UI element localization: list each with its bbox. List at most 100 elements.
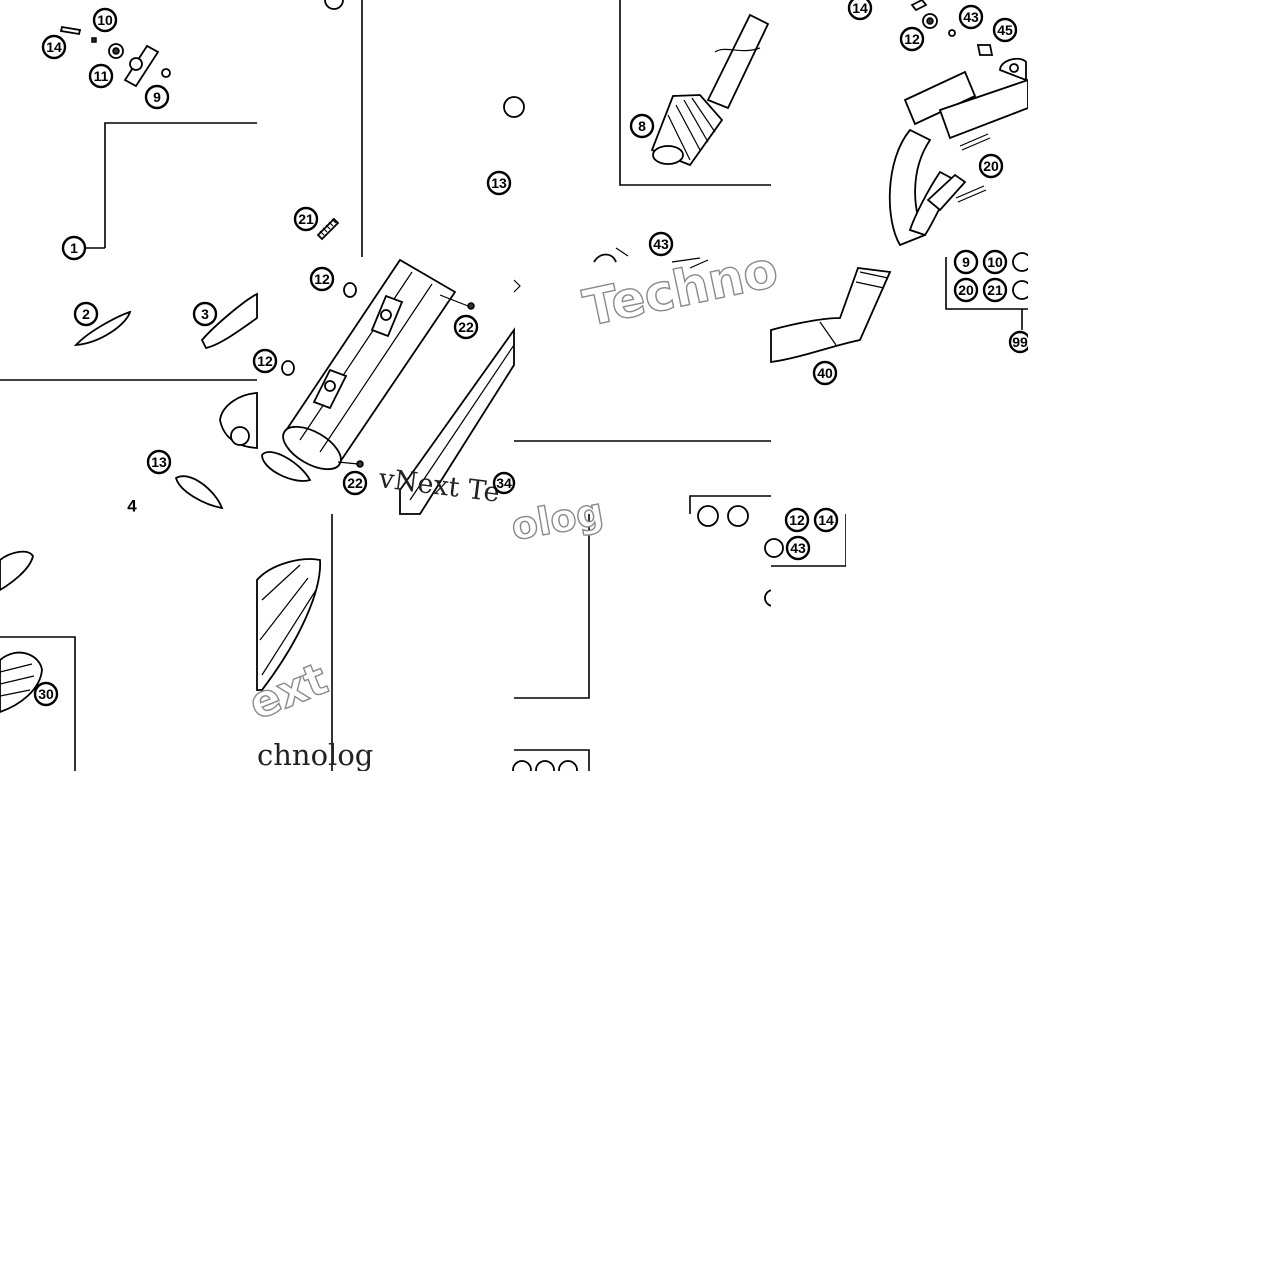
callout-20: 20 (978, 153, 1004, 179)
callout-99: 99 (1008, 330, 1032, 354)
svg-text:21: 21 (298, 211, 314, 227)
svg-text:40: 40 (817, 365, 833, 381)
callout-12: 12 (309, 266, 335, 292)
svg-text:10: 10 (97, 12, 113, 28)
callout-10: 10 (982, 249, 1008, 275)
svg-text:43: 43 (790, 540, 806, 556)
callout-14: 14 (813, 507, 839, 533)
callout-12: 12 (784, 507, 810, 533)
callout-partial (764, 538, 784, 558)
svg-text:45: 45 (997, 22, 1013, 38)
nut-12 (281, 360, 295, 376)
watermark-text: olog (508, 489, 607, 548)
svg-text:14: 14 (818, 512, 834, 528)
svg-text:12: 12 (904, 31, 920, 47)
mounting-hardware (59, 25, 171, 88)
frame-line (514, 749, 590, 771)
frame-line (945, 257, 1028, 310)
svg-text:14: 14 (46, 39, 62, 55)
callout-13: 13 (146, 449, 172, 475)
callout-9: 9 (144, 84, 170, 110)
leader-line (1021, 309, 1023, 330)
callout-45: 45 (992, 17, 1018, 43)
tile-row3-left (0, 550, 76, 771)
muffler-mount (903, 70, 977, 126)
frame-line (0, 636, 76, 771)
svg-text:3: 3 (201, 306, 209, 322)
svg-text:43: 43 (653, 236, 669, 252)
watermark-text: chnolog (257, 738, 373, 772)
end-cap-30 (0, 651, 43, 713)
watermark-text: ext (242, 653, 335, 730)
svg-text:9: 9 (153, 89, 161, 105)
callout-3: 3 (192, 301, 218, 327)
svg-text:43: 43 (963, 9, 979, 25)
gasket-2 (73, 310, 132, 347)
callouts: 14 10 11 9 1 2 3 13 4 30 21 12 12 22 22 … (33, 0, 1032, 707)
frame-line (104, 122, 257, 248)
svg-text:2: 2 (82, 306, 90, 322)
gasket-13 (174, 475, 224, 510)
callout-43: 43 (785, 535, 811, 561)
svg-text:14: 14 (852, 0, 868, 16)
tile-row3-mid-left (256, 514, 333, 771)
header-pipe-bend (888, 128, 932, 247)
svg-text:20: 20 (958, 282, 974, 298)
svg-text:30: 30 (38, 686, 54, 702)
tile-top-right (888, 0, 1029, 330)
svg-text:12: 12 (314, 271, 330, 287)
frame-line (619, 0, 771, 186)
gasket-3 (200, 292, 258, 350)
callout-22: 22 (453, 314, 479, 340)
callout-13: 13 (486, 170, 512, 196)
tile-row3-mid-right (514, 514, 590, 771)
callout-43: 43 (958, 4, 984, 30)
callout-20: 20 (953, 277, 979, 303)
tile-top-left (0, 25, 258, 510)
svg-text:10: 10 (987, 254, 1003, 270)
tile-center-muffler (261, 258, 515, 515)
svg-text:22: 22 (347, 475, 363, 491)
callout-22: 22 (342, 470, 368, 496)
callout-43: 43 (648, 231, 674, 257)
callout-14: 14 (41, 34, 67, 60)
callout-40: 40 (812, 360, 838, 386)
callout-2: 2 (73, 301, 99, 327)
svg-text:12: 12 (257, 353, 273, 369)
watermark-text: vNext Te (376, 463, 501, 509)
tile-row2-mid-right (513, 247, 771, 442)
header-pipe (706, 13, 770, 110)
callout-21: 21 (982, 277, 1008, 303)
svg-text:8: 8 (638, 118, 646, 134)
muffler-body-2 (399, 327, 515, 515)
svg-text:22: 22 (458, 319, 474, 335)
callout-1: 1 (61, 235, 87, 261)
tile-top-mid-right (503, 96, 525, 118)
callout-11: 11 (88, 63, 114, 89)
callout-10: 10 (92, 7, 118, 33)
svg-text:34: 34 (496, 475, 512, 491)
watermarks: Techno vNext Te ext chnolog olog (241, 239, 783, 772)
gasket (261, 451, 312, 482)
callout-30: 30 (33, 681, 59, 707)
callout-4: 4 (127, 497, 137, 516)
tile-row2-right (770, 267, 892, 364)
tile-top-right-mid (619, 0, 771, 186)
svg-text:13: 13 (491, 175, 507, 191)
callout-14: 14 (847, 0, 873, 21)
callout-12: 12 (252, 348, 278, 374)
callout-9: 9 (953, 249, 979, 275)
frame-line (689, 495, 771, 514)
svg-text:21: 21 (987, 282, 1003, 298)
mid-pipe-40 (770, 267, 892, 364)
svg-text:20: 20 (983, 158, 999, 174)
callout-partial (727, 505, 749, 527)
svg-text:1: 1 (70, 240, 78, 256)
callout-partial (697, 505, 719, 527)
callout-34: 34 (492, 471, 516, 495)
callout-8: 8 (629, 113, 655, 139)
svg-text:13: 13 (151, 454, 167, 470)
callout-21: 21 (293, 206, 319, 232)
